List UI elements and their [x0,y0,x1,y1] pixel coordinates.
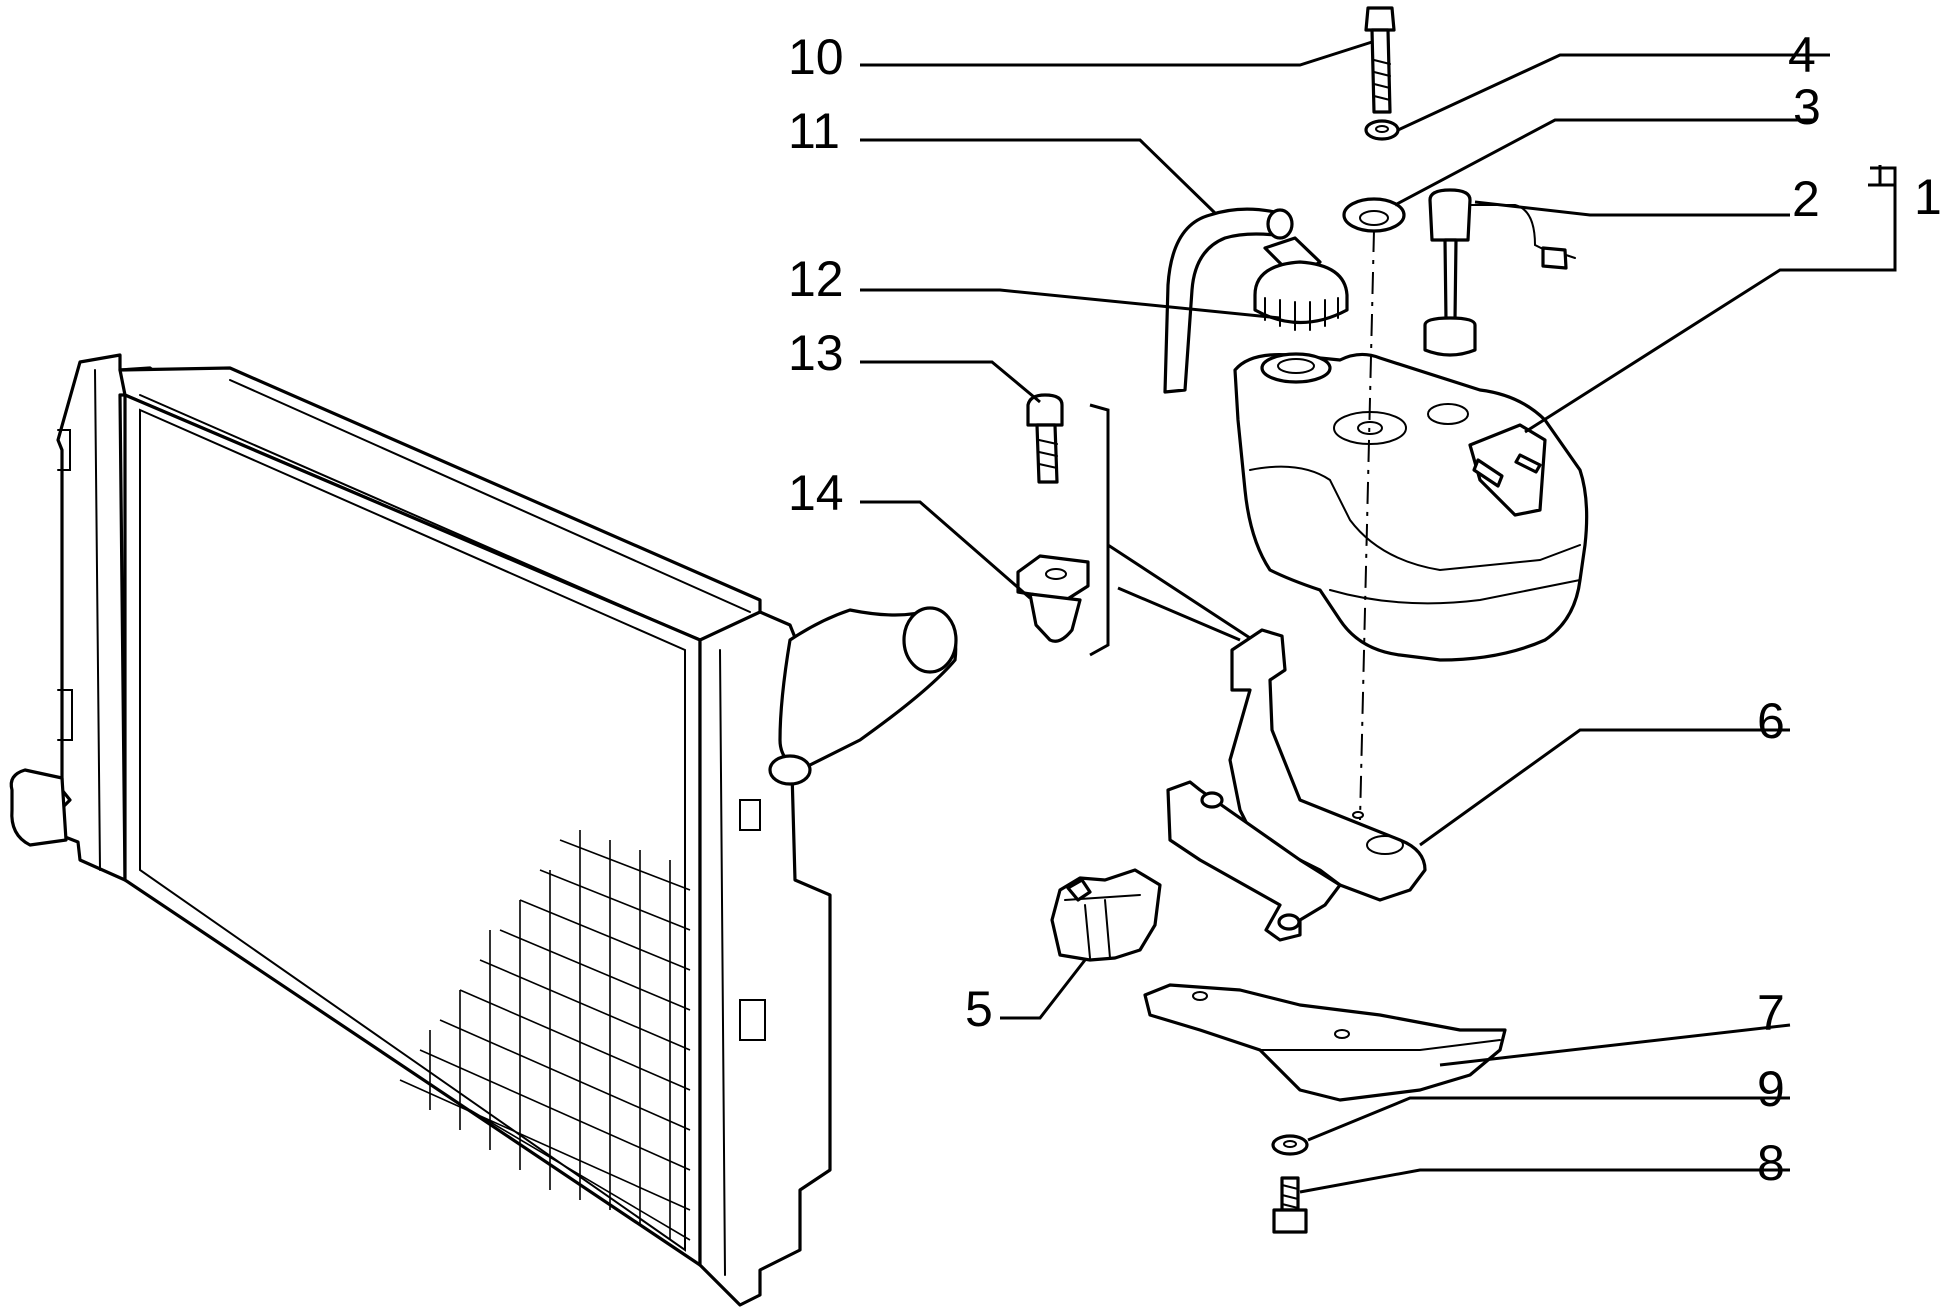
part-11-hose [1163,207,1294,394]
callout-11: 11 [788,103,840,159]
part-7-plate [1143,983,1507,1102]
callout-8: 8 [1757,1135,1785,1191]
callout-labels: 10 4 3 11 2 1 12 13 14 6 5 7 9 8 [788,27,1942,1191]
assembly-axis [1359,229,1375,821]
part-9-washer [1271,1134,1309,1156]
part-8-bolt [1272,1176,1308,1234]
callout-4: 4 [1788,27,1816,83]
callout-1: 1 [1914,169,1942,225]
part-12-cap [1253,236,1349,331]
group-bracket-13-14 [1089,403,1110,657]
callout-12: 12 [788,251,844,307]
callout-3: 3 [1793,79,1821,135]
leader-lines [860,40,1897,1194]
callout-5: 5 [965,981,993,1037]
part-1-expansion-tank [1233,352,1589,662]
part-6-bracket [1166,628,1427,942]
part-10-bolt [1364,6,1396,114]
part-14-clip-nut [1016,554,1090,643]
part-5-clamp [1050,868,1162,962]
callout-13: 13 [788,325,844,381]
part-13-bolt [1026,393,1064,484]
radiator-core-fins [399,830,691,1241]
part-4-washer [1364,119,1400,141]
callout-9: 9 [1757,1061,1785,1117]
callout-2: 2 [1792,171,1820,227]
callout-10: 10 [788,29,844,85]
callout-6: 6 [1757,693,1785,749]
callout-14: 14 [788,465,844,521]
radiator [9,353,958,1307]
part-2-level-sensor [1423,188,1576,357]
callout-7: 7 [1757,985,1785,1041]
